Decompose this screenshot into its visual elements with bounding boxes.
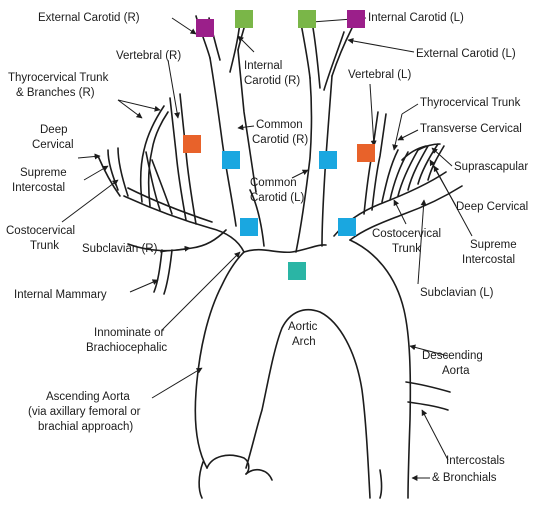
leader-internal-carotid-r	[238, 36, 254, 52]
label-descending-aorta-line2: Aorta	[442, 365, 470, 377]
external-carotid-l-marker[interactable]	[347, 10, 365, 28]
internal-carotid-r-marker[interactable]	[235, 10, 253, 28]
internal-mammary-a	[154, 250, 162, 292]
label-supreme-intercostal-r-line2: Intercostal	[12, 182, 65, 194]
label-supreme-intercostal-r-line1: Supreme	[20, 167, 67, 179]
label-aortic-arch-line1: Aortic	[288, 321, 318, 333]
aortic-arch-marker[interactable]	[288, 262, 306, 280]
leader-vertebral-r	[168, 60, 178, 118]
label-costocervical-trunk-r-line2: Trunk	[30, 240, 59, 252]
label-intercostals-line2: & Bronchials	[432, 472, 497, 484]
label-intercostals-line1: Intercostals	[446, 455, 505, 467]
vertebral-l-marker[interactable]	[357, 144, 375, 162]
leader-innominate	[162, 252, 240, 330]
label-supreme-intercostal-l-line1: Supreme	[470, 239, 517, 251]
label-descending-aorta-line1: Descending	[422, 350, 483, 362]
intercostal-stub-b	[408, 402, 448, 410]
left-external-carotid-a	[324, 32, 344, 90]
label-internal-carotid-r-line2: Carotid (R)	[244, 75, 300, 87]
vertebral-r-marker[interactable]	[183, 135, 201, 153]
right-costo-branch-1	[118, 148, 128, 196]
left-branch-1	[382, 150, 398, 202]
descending-aorta-outer-wall	[350, 240, 410, 498]
label-deep-cervical-r-line2: Cervical	[32, 139, 74, 151]
leader-deep-cervical-r	[78, 156, 100, 158]
label-deep-cervical-r-line1: Deep	[40, 124, 68, 136]
label-ascending-aorta-line1: Ascending Aorta	[46, 391, 130, 403]
label-costocervical-trunk-l-line1: Costocervical	[372, 228, 441, 240]
label-costocervical-trunk-l-line2: Trunk	[392, 243, 421, 255]
label-external-carotid-r: External Carotid (R)	[38, 12, 140, 24]
label-thyrocervical-trunk-r-line2: & Branches (R)	[16, 87, 95, 99]
leader-external-carotid-l	[348, 40, 414, 52]
label-innominate-line2: Brachiocephalic	[86, 342, 167, 354]
leader-ascending-aorta	[152, 368, 202, 398]
leader-costocervical-r	[62, 180, 118, 222]
label-internal-mammary: Internal Mammary	[14, 289, 107, 301]
subclavian-r-marker[interactable]	[240, 218, 258, 236]
external-carotid-r-marker[interactable]	[196, 19, 214, 37]
aortic-root-left	[207, 455, 249, 474]
label-costocervical-trunk-r-line1: Costocervical	[6, 225, 75, 237]
aortic-root-base	[199, 462, 203, 498]
common-carotid-l-marker[interactable]	[319, 151, 337, 169]
label-internal-carotid-r-line1: Internal	[244, 60, 282, 72]
label-thyrocervical-trunk-r-line1: Thyrocervical Trunk	[8, 72, 109, 84]
leader-thyrocervical-l-a	[402, 104, 418, 114]
label-common-carotid-r-line1: Common	[256, 119, 303, 131]
label-ascending-aorta-line3: brachial approach)	[38, 421, 133, 433]
label-common-carotid-r-line2: Carotid (R)	[252, 134, 308, 146]
leader-supreme-intercostal-r	[84, 166, 108, 180]
label-external-carotid-l: External Carotid (L)	[416, 48, 516, 60]
label-suprascapular: Suprascapular	[454, 161, 528, 173]
common-carotid-r-marker[interactable]	[222, 151, 240, 169]
arch-top-contour	[244, 245, 326, 252]
aortic-root-right	[246, 470, 272, 480]
left-internal-carotid-b	[312, 22, 320, 88]
left-common-carotid-left-wall	[296, 78, 312, 252]
right-vertebral-a	[180, 94, 196, 224]
internal-mammary-b	[164, 250, 172, 294]
label-thyrocervical-trunk-l: Thyrocervical Trunk	[420, 97, 521, 109]
label-vertebral-l: Vertebral (L)	[348, 69, 411, 81]
label-supreme-intercostal-l-line2: Intercostal	[462, 254, 515, 266]
label-transverse-cervical: Transverse Cervical	[420, 123, 522, 135]
label-ascending-aorta-line2: (via axillary femoral or	[28, 406, 141, 418]
label-vertebral-r: Vertebral (R)	[116, 50, 181, 62]
leader-external-carotid-r	[172, 18, 196, 34]
leader-thyrocervical-l-b	[394, 114, 402, 150]
label-common-carotid-l-line1: Common	[250, 177, 297, 189]
left-vertebral-a	[364, 112, 378, 214]
label-aortic-arch-line2: Arch	[292, 336, 316, 348]
right-thyro-branch-1	[152, 160, 172, 214]
leader-transverse-cervical	[398, 130, 418, 140]
label-innominate-line1: Innominate or	[94, 327, 164, 339]
label-subclavian-l: Subclavian (L)	[420, 287, 494, 299]
label-internal-carotid-l: Internal Carotid (L)	[368, 12, 464, 24]
subclavian-l-marker[interactable]	[338, 218, 356, 236]
labels: External Carotid (R) Internal Carotid (L…	[6, 12, 528, 484]
label-deep-cervical-l: Deep Cervical	[456, 201, 528, 213]
leader-intercostals-a	[422, 410, 448, 460]
ascending-aorta-outer-wall	[195, 252, 244, 468]
internal-carotid-l-marker[interactable]	[298, 10, 316, 28]
right-common-carotid-left-wall	[210, 58, 236, 226]
leader-costocervical-l	[394, 200, 406, 224]
leader-vertebral-l	[370, 84, 374, 146]
leader-internal-mammary	[130, 280, 158, 292]
label-common-carotid-l-line2: Carotid (L)	[250, 192, 304, 204]
leader-subclavian-l	[418, 200, 424, 284]
label-subclavian-r: Subclavian (R)	[82, 243, 158, 255]
descending-aorta-lower-left	[380, 470, 382, 498]
intercostal-stub-a	[406, 382, 450, 392]
right-thyro-branch-4	[141, 106, 164, 202]
